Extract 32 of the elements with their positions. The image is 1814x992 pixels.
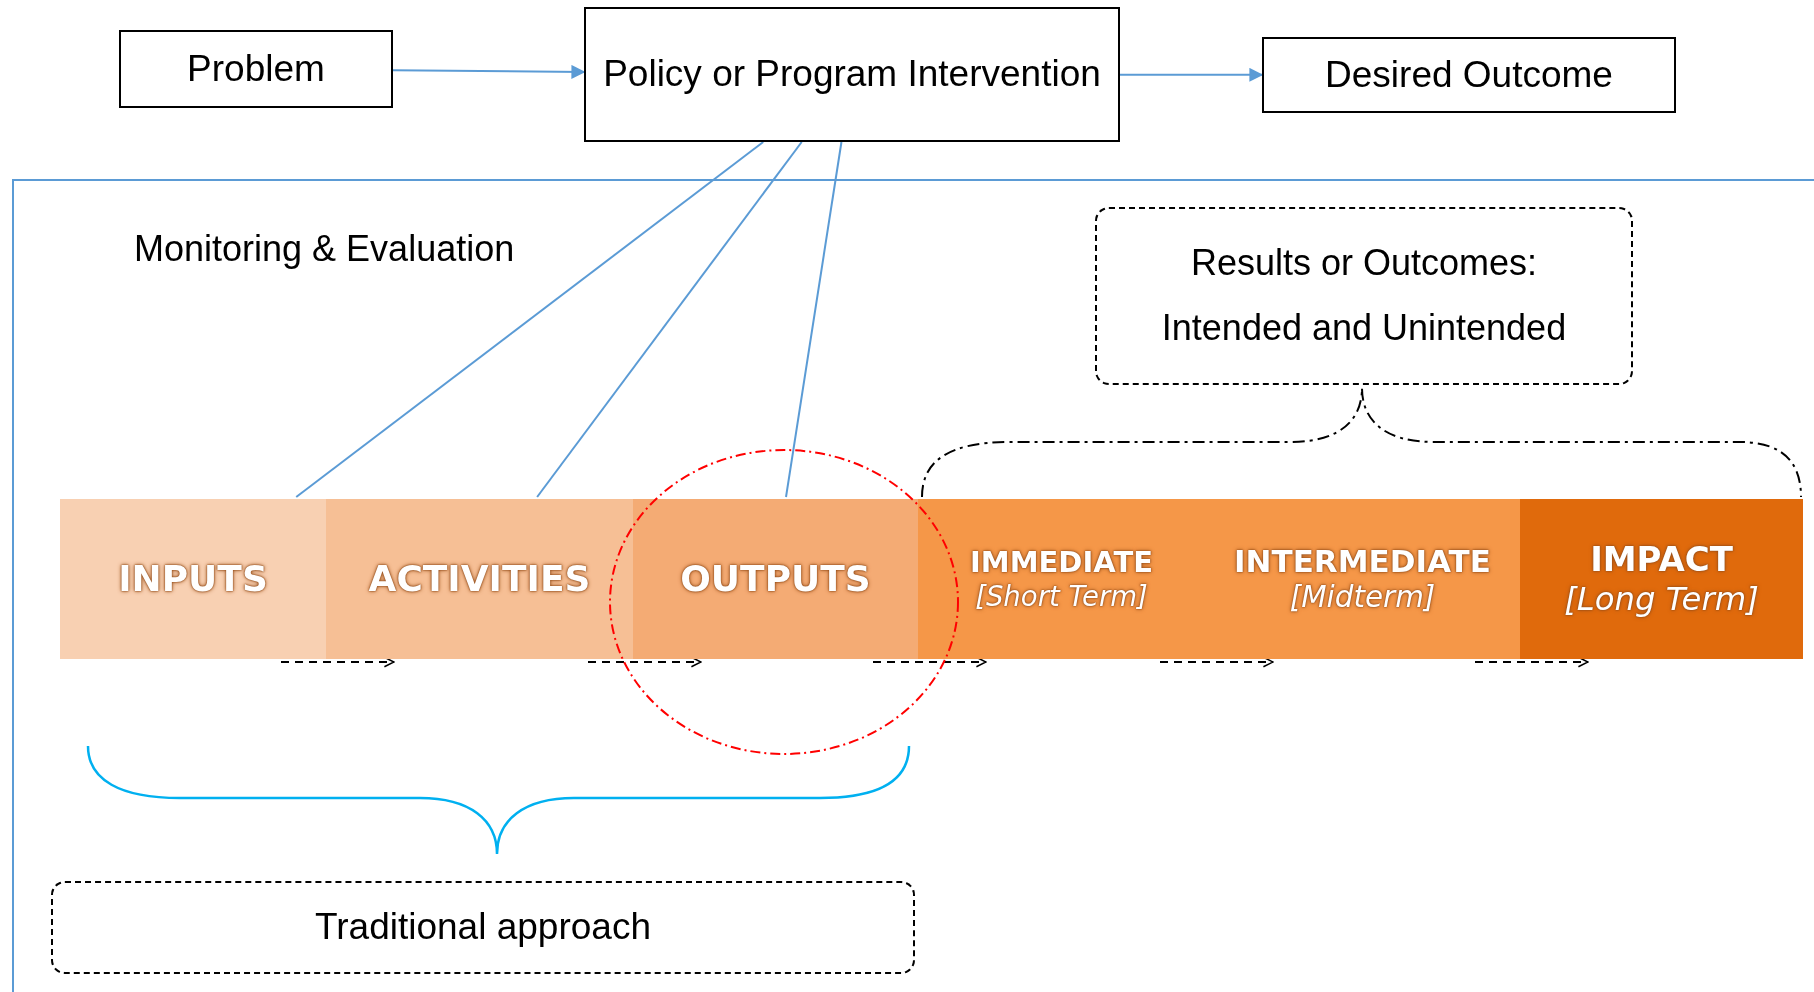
process-box bbox=[584, 7, 1120, 142]
stage-title: INTERMEDIATE bbox=[1234, 542, 1491, 580]
panel-title: Monitoring & Evaluation bbox=[134, 227, 515, 271]
connector bbox=[392, 64, 586, 79]
box-label: Problem bbox=[187, 46, 325, 91]
callout-box bbox=[51, 881, 915, 974]
connector bbox=[785, 141, 843, 498]
box-label: Policy or Program Intervention bbox=[603, 52, 1101, 97]
stage-block bbox=[918, 499, 1205, 659]
process-box bbox=[1262, 37, 1676, 113]
box-label: Desired Outcome bbox=[1325, 52, 1613, 97]
stage-title: OUTPUTS bbox=[680, 557, 871, 601]
stage-term: [Midterm] bbox=[1289, 579, 1436, 616]
stage-term: [Long Term] bbox=[1564, 580, 1759, 619]
stage-title: ACTIVITIES bbox=[368, 557, 591, 601]
box-label: Results or Outcomes: Intended and Unintended bbox=[1160, 241, 1568, 350]
connector bbox=[295, 141, 765, 498]
connector bbox=[1119, 67, 1264, 82]
connector bbox=[536, 141, 803, 498]
stage-title: IMPACT bbox=[1590, 539, 1733, 580]
stage-term: [Short Term] bbox=[975, 579, 1148, 613]
stage-title: INPUTS bbox=[118, 557, 268, 601]
stage-block bbox=[633, 499, 918, 659]
process-box bbox=[119, 30, 393, 108]
stage-block bbox=[1205, 499, 1520, 659]
stage-block bbox=[326, 499, 633, 659]
panel bbox=[12, 179, 1814, 992]
callout-box bbox=[1095, 207, 1633, 385]
box-label: Traditional approach bbox=[315, 905, 651, 950]
stage-block bbox=[1520, 499, 1803, 659]
stage-block bbox=[60, 499, 326, 659]
stage-title: IMMEDIATE bbox=[970, 545, 1153, 580]
